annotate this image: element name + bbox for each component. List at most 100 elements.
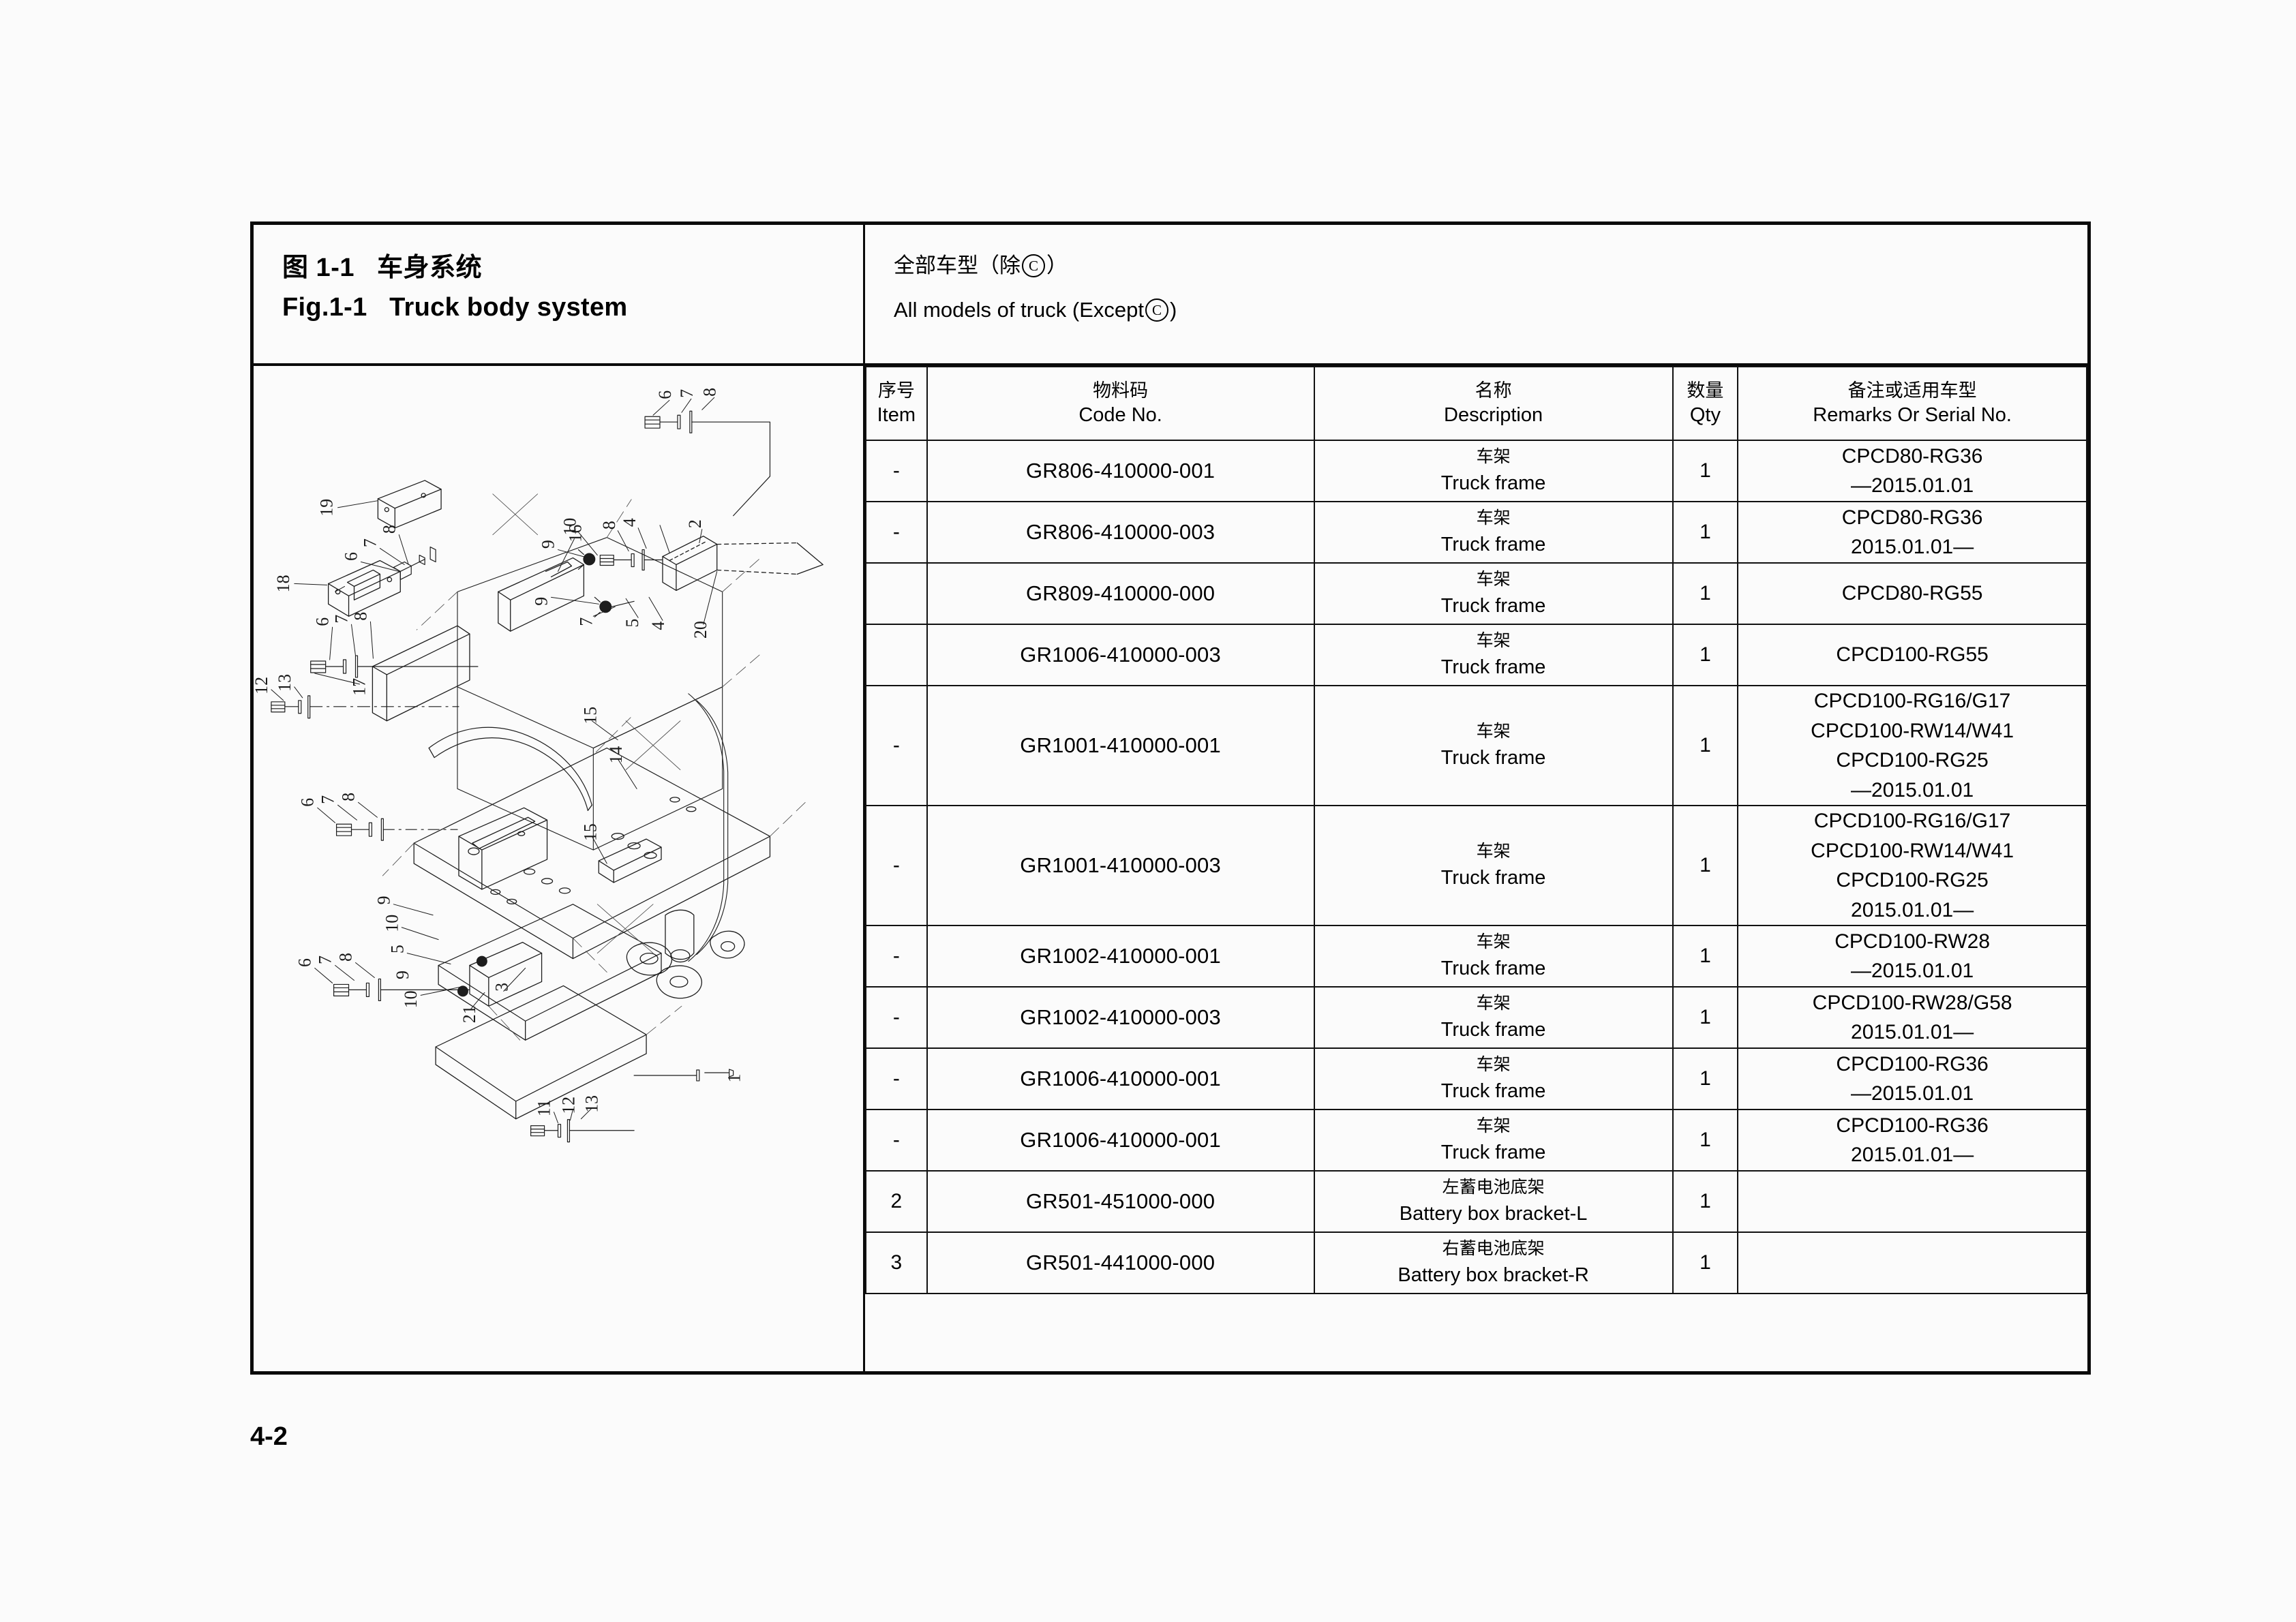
remark-line: —2015.01.01 — [1851, 474, 1974, 497]
cell-item — [865, 562, 928, 625]
svg-text:15: 15 — [580, 823, 600, 841]
page-number: 4-2 — [250, 1422, 288, 1451]
svg-text:5: 5 — [622, 619, 642, 628]
cell-description: 车架 Truck frame — [1313, 986, 1674, 1049]
column-header-code: 物料码 Code No. — [926, 366, 1315, 441]
svg-text:21: 21 — [459, 1005, 479, 1023]
description-cn: 车架 — [1476, 993, 1511, 1013]
svg-text:7: 7 — [332, 615, 352, 624]
cell-qty: 1 — [1672, 1047, 1739, 1110]
svg-text:6: 6 — [655, 391, 675, 399]
cell-code-no: GR1001-410000-003 — [926, 805, 1315, 926]
remark-line: CPCD100-RW14/W41 — [1811, 719, 2014, 742]
svg-text:6: 6 — [298, 798, 318, 807]
svg-text:9: 9 — [532, 597, 552, 606]
remark-line: 2015.01.01— — [1851, 1144, 1974, 1166]
svg-text:14: 14 — [606, 746, 626, 764]
remark-line: CPCD80-RG55 — [1841, 582, 1983, 605]
column-header-qty: 数量 Qty — [1672, 366, 1739, 441]
description-en: Truck frame — [1440, 1018, 1546, 1041]
cell-item: 3 — [865, 1231, 928, 1294]
cell-item: - — [865, 925, 928, 988]
cell-code-no: GR1001-410000-001 — [926, 685, 1315, 806]
cell-qty: 1 — [1672, 1109, 1739, 1172]
cell-item — [865, 624, 928, 686]
svg-text:17: 17 — [349, 678, 369, 696]
svg-text:8: 8 — [336, 953, 356, 962]
remark-line: CPCD100-RW28/G58 — [1812, 991, 2012, 1014]
description-en: Truck frame — [1440, 594, 1546, 617]
svg-text:15: 15 — [580, 707, 600, 724]
svg-text:13: 13 — [581, 1095, 601, 1113]
cell-item: - — [865, 805, 928, 926]
cell-qty: 1 — [1672, 440, 1739, 502]
remark-line: CPCD100-RG25 — [1836, 749, 1989, 771]
svg-text:1: 1 — [725, 1073, 744, 1082]
description-en: Battery box bracket-L — [1399, 1202, 1588, 1225]
svg-text:7: 7 — [677, 389, 697, 398]
applicability-cn-post: ） — [1046, 254, 1068, 277]
cell-item: - — [865, 685, 928, 806]
description-en: Truck frame — [1440, 656, 1546, 678]
cell-description: 车架 Truck frame — [1313, 685, 1674, 806]
description-en: Truck frame — [1440, 1141, 1546, 1163]
remark-line: CPCD100-RW14/W41 — [1811, 839, 2014, 862]
parts-table: 序号 Item 物料码 Code No. 名称 Description — [865, 366, 2087, 1294]
cell-qty: 1 — [1672, 501, 1739, 564]
remark-line: 2015.01.01— — [1851, 1021, 1974, 1043]
description-en: Battery box bracket-R — [1398, 1264, 1589, 1286]
description-cn: 车架 — [1476, 446, 1511, 466]
description-en: Truck frame — [1440, 746, 1546, 769]
sheet-body: 19 18 17 16 8 7 6 6 7 8 6 7 8 10 — [254, 366, 2087, 1373]
description-cn: 车架 — [1476, 841, 1511, 861]
cell-code-no: GR1006-410000-003 — [926, 624, 1315, 686]
svg-text:2: 2 — [685, 519, 705, 528]
applicability-cn: 全部车型（除 C ） — [894, 252, 2087, 279]
applicability-block: 全部车型（除 C ） All models of truck (Except C… — [865, 225, 2087, 363]
svg-text:8: 8 — [700, 388, 720, 397]
svg-text:4: 4 — [648, 622, 668, 630]
svg-text:10: 10 — [401, 990, 421, 1008]
svg-text:10: 10 — [560, 518, 579, 536]
svg-text:8: 8 — [599, 521, 619, 530]
figure-title-cn: 图 1-1 车身系统 — [282, 254, 483, 282]
svg-text:8: 8 — [350, 612, 370, 621]
cell-code-no: GR806-410000-001 — [926, 440, 1315, 502]
circled-c-icon-en: C — [1145, 299, 1168, 322]
cell-item: 2 — [865, 1170, 928, 1233]
title-band: 图 1-1 车身系统 Fig.1-1 Truck body system 全部车… — [254, 225, 2087, 366]
cell-item: - — [865, 440, 928, 502]
cell-qty: 1 — [1672, 624, 1739, 686]
description-en: Truck frame — [1440, 533, 1546, 555]
cell-remarks: CPCD100-RG36—2015.01.01 — [1737, 1047, 2087, 1110]
description-cn: 车架 — [1476, 932, 1511, 951]
svg-text:6: 6 — [295, 958, 315, 967]
applicability-en: All models of truck (Except C ) — [894, 296, 2087, 324]
svg-text:7: 7 — [576, 617, 596, 626]
svg-text:13: 13 — [275, 674, 294, 692]
column-header-remarks: 备注或适用车型 Remarks Or Serial No. — [1737, 366, 2087, 441]
svg-text:8: 8 — [379, 525, 399, 534]
description-cn: 车架 — [1476, 721, 1511, 741]
cell-code-no: GR501-451000-000 — [926, 1170, 1315, 1233]
svg-text:7: 7 — [316, 955, 335, 964]
exploded-assembly-drawing: 19 18 17 16 8 7 6 6 7 8 6 7 8 10 — [254, 388, 824, 1143]
description-cn: 右蓄电池底架 — [1442, 1238, 1545, 1258]
callout-numbers: 19 18 17 16 8 7 6 6 7 8 6 7 8 10 — [254, 388, 744, 1116]
svg-text:9: 9 — [539, 540, 558, 549]
